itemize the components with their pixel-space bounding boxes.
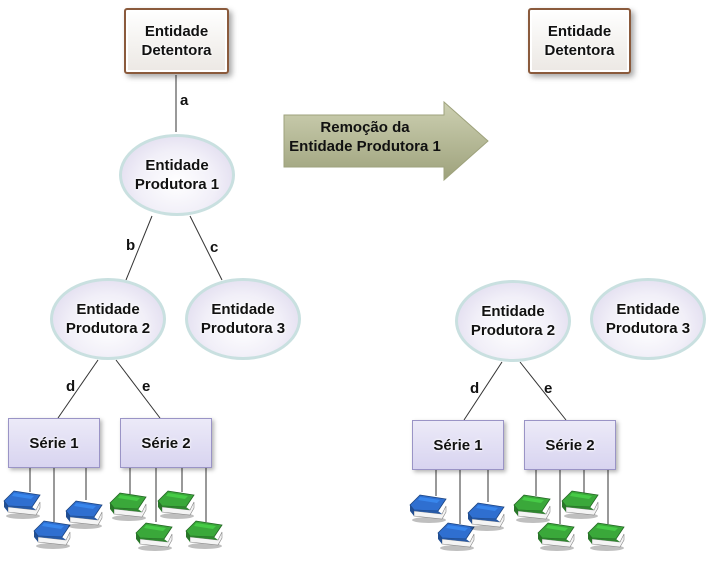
edge-label-e: e [142,378,151,395]
producer-2-node: Entidade Produtora 2 [50,278,166,360]
arrow-label-line1: Remoção da [320,119,410,136]
book-green-icon [157,490,195,519]
producer-1-label: Entidade Produtora 1 [134,157,220,193]
book-green-icon [537,522,575,551]
producer-3-node: Entidade Produtora 3 [185,278,301,360]
book-blue-icon [65,500,103,529]
series-2-box: Série 2 [120,418,212,468]
transition-arrow [283,100,489,182]
edge-e-line [115,359,161,419]
edge-label-d-right: d [470,380,480,397]
edge-label-b: b [126,237,136,254]
series-1-label: Série 1 [29,434,79,452]
edge-d-line [57,359,99,419]
edge-label-c: c [210,239,219,256]
transition-arrow-label: Remoção da Entidade Produtora 1 [282,118,448,156]
holder-entity-box: Entidade Detentora [124,8,229,74]
book-blue-icon [33,520,71,549]
edge-d-line-right [463,361,503,421]
holder-entity-label-right: Entidade Detentora [544,23,615,59]
series-2-box-right: Série 2 [524,420,616,470]
book-blue-icon [3,490,41,519]
edge-c-line [189,215,223,281]
producer-3-label: Entidade Produtora 3 [200,301,286,337]
book-green-icon [185,520,223,549]
book-green-icon [513,494,551,523]
series-1-box-right: Série 1 [412,420,504,470]
edge-e-line-right [519,361,567,421]
book-green-icon [587,522,625,551]
producer-1-node: Entidade Produtora 1 [119,134,235,216]
arrow-label-line2: Entidade Produtora 1 [289,138,441,155]
book-green-icon [135,522,173,551]
producer-3-node-right: Entidade Produtora 3 [590,278,706,360]
producer-2-label: Entidade Produtora 2 [65,301,151,337]
series-1-box: Série 1 [8,418,100,468]
book-green-icon [109,492,147,521]
book-blue-icon [437,522,475,551]
book-green-icon [561,490,599,519]
book-blue-icon [409,494,447,523]
series-1-label-right: Série 1 [433,436,483,454]
producer-2-label-right: Entidade Produtora 2 [470,303,556,339]
holder-entity-label: Entidade Detentora [141,23,212,59]
edge-label-a: a [180,92,189,109]
producer-2-node-right: Entidade Produtora 2 [455,280,571,362]
series-2-label: Série 2 [141,434,191,452]
series-2-label-right: Série 2 [545,436,595,454]
book-blue-icon [467,502,505,531]
holder-entity-box-right: Entidade Detentora [528,8,631,74]
edge-b-line [125,215,153,281]
edge-label-e-right: e [544,380,553,397]
producer-3-label-right: Entidade Produtora 3 [605,301,691,337]
edge-label-d: d [66,378,76,395]
